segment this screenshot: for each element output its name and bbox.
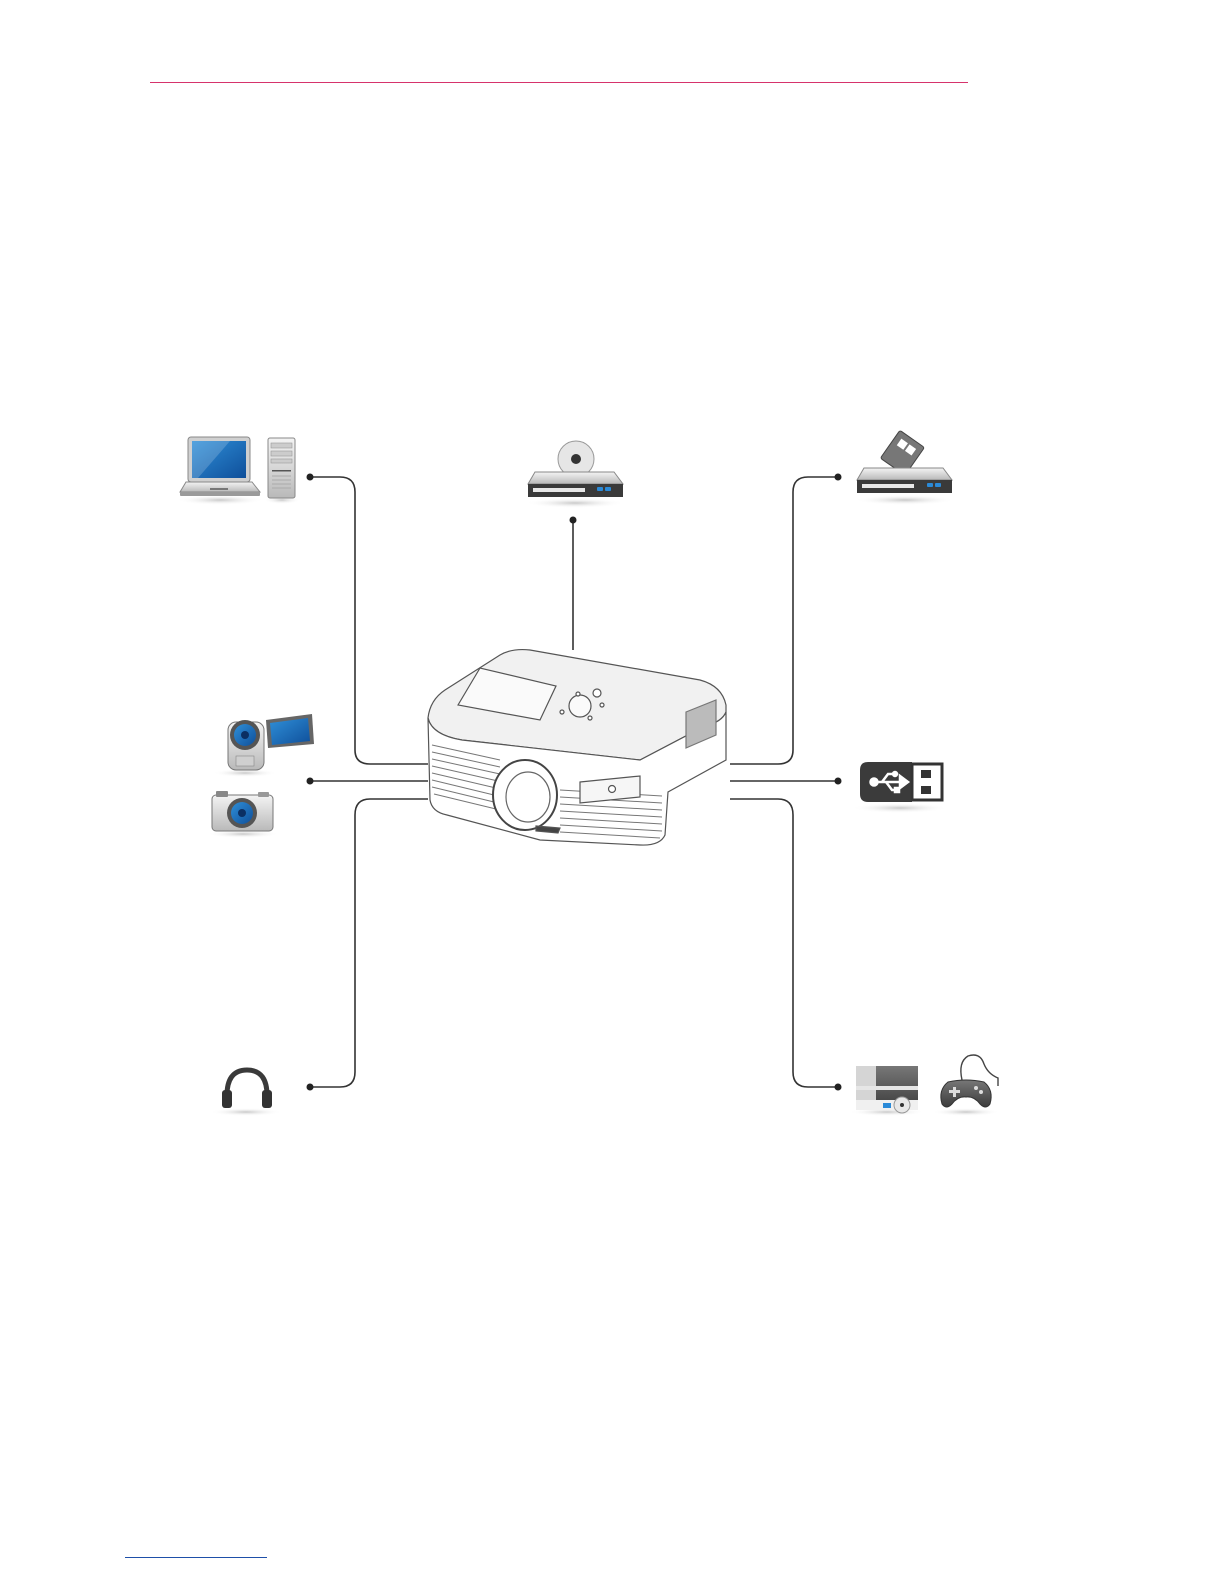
computer-line	[310, 477, 428, 764]
projector-lens-inner	[506, 772, 550, 822]
endpoint-dot	[835, 474, 842, 481]
headphones-line	[310, 799, 428, 1087]
set-top-box-icon	[849, 1066, 925, 1116]
endpoint-dot	[307, 474, 314, 481]
projector-icon	[428, 650, 726, 846]
game-controller-icon	[932, 1055, 1000, 1116]
endpoint-dot	[307, 1084, 314, 1091]
camcorder-icon	[213, 714, 314, 777]
headphones-icon	[210, 1070, 282, 1116]
digital-camera-icon	[207, 791, 279, 838]
av-line	[730, 799, 838, 1087]
endpoint-dot	[835, 778, 842, 785]
desktop-tower-icon	[264, 438, 300, 504]
vcr-line	[730, 477, 838, 764]
endpoint-dot	[307, 778, 314, 785]
dvd-player-icon	[525, 441, 625, 508]
vcr-icon	[855, 430, 955, 505]
projector-control-ring	[569, 695, 591, 717]
usb-drive-icon	[852, 762, 948, 813]
laptop-icon	[176, 437, 264, 505]
endpoint-dot	[570, 517, 577, 524]
footer-rule	[125, 1557, 267, 1558]
endpoint-dot	[835, 1084, 842, 1091]
